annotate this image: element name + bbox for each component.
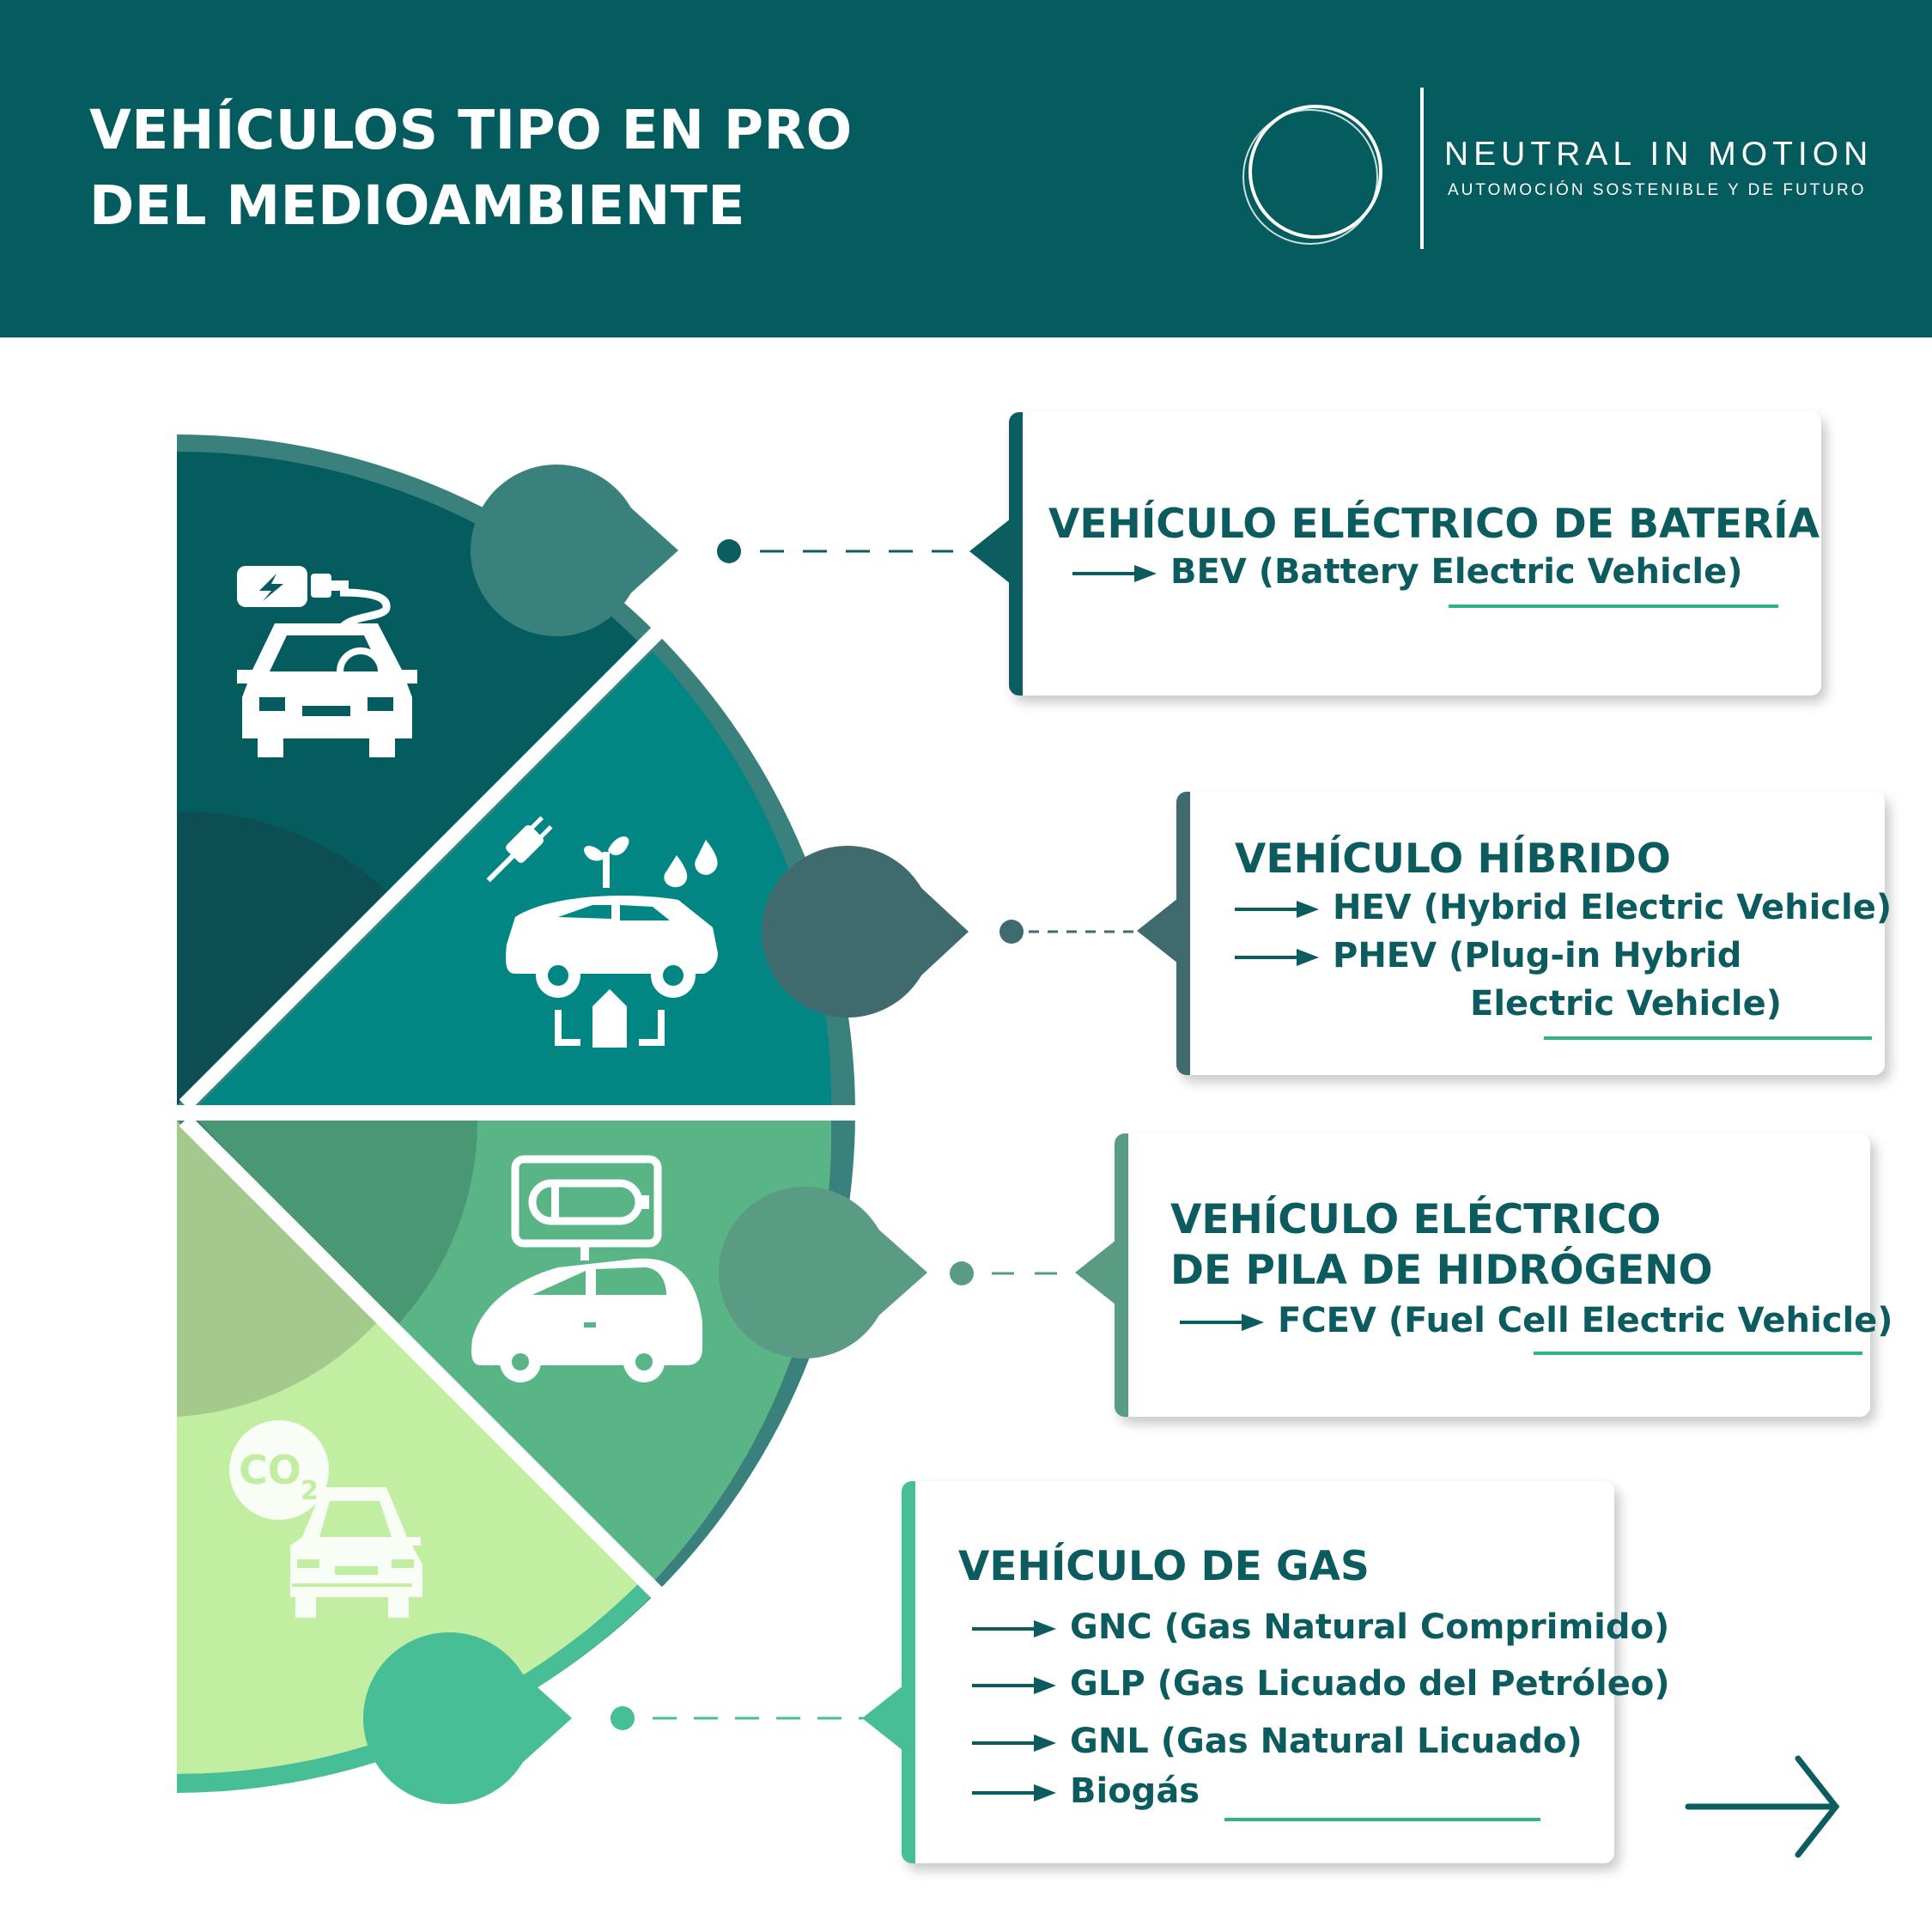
connector-fcev (950, 1261, 1058, 1285)
card-item: FCEV (Fuel Cell Electric Vehicle) (1180, 1297, 1893, 1345)
arrow-right-icon (972, 1677, 1056, 1694)
card-notch (862, 1686, 903, 1751)
card-title: VEHÍCULO ELÉCTRICO DE BATERÍA (1048, 501, 1820, 548)
co2-gas-car-icon: CO 2 (229, 1420, 422, 1618)
card-fcev: VEHÍCULO ELÉCTRICO DE PILA DE HIDRÓGENO … (1075, 1133, 1893, 1417)
arrow-right-icon (972, 1620, 1056, 1637)
arrow-right-icon (1180, 1314, 1264, 1331)
header-banner: VEHÍCULOS TIPO EN PRO DEL MEDIOAMBIENTE … (0, 0, 1932, 337)
card-title: VEHÍCULO DE GAS (958, 1543, 1370, 1590)
electric-car-charging-icon (237, 566, 417, 757)
hub-bev (177, 811, 390, 1105)
bubble-bev (471, 465, 678, 636)
arrow-right-icon (1072, 565, 1157, 582)
item-label: GNC (Gas Natural Comprimido) (1070, 1607, 1670, 1647)
bubble-gas (363, 1632, 572, 1804)
card-title-line-1: VEHÍCULO ELÉCTRICO (1170, 1196, 1662, 1243)
card-item: BEV (Battery Electric Vehicle) (1072, 548, 1743, 596)
underline-accent (1224, 1818, 1540, 1821)
arrow-right-icon (1235, 901, 1319, 918)
item-label: GLP (Gas Licuado del Petróleo) (1070, 1664, 1670, 1704)
card-notch (969, 519, 1011, 584)
underline-accent (1534, 1352, 1862, 1355)
card-item: PHEV (Plug-in Hybrid (1235, 932, 1741, 980)
card-item: Biogás (972, 1767, 1200, 1815)
title-line-1: VEHÍCULOS TIPO EN PRO (89, 99, 853, 161)
next-arrow-icon (1685, 1755, 1840, 1858)
hub-fcev (199, 1121, 477, 1333)
card-notch (1137, 898, 1178, 963)
connector-gas (611, 1706, 863, 1730)
arrow-right-icon (972, 1735, 1056, 1752)
card-gas: VEHÍCULO DE GAS GNC (Gas Natural Comprim… (862, 1481, 1670, 1863)
page-title: VEHÍCULOS TIPO EN PRO DEL MEDIOAMBIENTE (89, 93, 853, 244)
bubble-fcev (719, 1187, 927, 1358)
card-bev: VEHÍCULO ELÉCTRICO DE BATERÍA BEV (Batte… (969, 412, 1821, 696)
arrow-right-icon (1235, 949, 1319, 966)
title-line-2: DEL MEDIOAMBIENTE (89, 174, 745, 237)
item-label: HEV (Hybrid Electric Vehicle) (1333, 888, 1893, 927)
svg-text:CO: CO (239, 1447, 301, 1493)
item-label: PHEV (Plug-in Hybrid (1333, 936, 1742, 975)
connector-bev (717, 539, 953, 563)
item-label: GNL (Gas Natural Licuado) (1070, 1722, 1583, 1761)
hybrid-car-plug-leaf-icon (486, 816, 718, 1048)
card-title: VEHÍCULO HÍBRIDO (1235, 835, 1671, 883)
card-hybrid: VEHÍCULO HÍBRIDO HEV (Hybrid Electric Ve… (1137, 792, 1892, 1075)
card-title-line-2: DE PILA DE HIDRÓGENO (1170, 1247, 1713, 1294)
item-label: Biogás (1070, 1771, 1200, 1811)
logo-ring-icon (1242, 105, 1382, 245)
svg-text:2: 2 (301, 1476, 319, 1506)
underline-accent (1544, 1036, 1872, 1040)
card-item: GLP (Gas Licuado del Petróleo) (972, 1660, 1670, 1708)
item-label: FCEV (Fuel Cell Electric Vehicle) (1278, 1301, 1893, 1340)
connector-hybrid (999, 920, 1142, 944)
underline-accent (1449, 605, 1778, 608)
card-item: GNL (Gas Natural Licuado) (972, 1717, 1583, 1765)
brand-tagline: AUTOMOCIÓN SOSTENIBLE Y DE FUTURO (1448, 181, 1867, 199)
item-label: BEV (Battery Electric Vehicle) (1170, 552, 1743, 592)
hub-gas (177, 1121, 378, 1417)
bubble-hybrid (762, 846, 969, 1018)
brand-name: NEUTRAL IN MOTION (1444, 136, 1874, 173)
card-item: GNC (Gas Natural Comprimido) (972, 1603, 1669, 1651)
card-notch (1075, 1240, 1116, 1305)
arrow-right-icon (972, 1784, 1056, 1801)
card-item: HEV (Hybrid Electric Vehicle) (1235, 884, 1892, 932)
hydrogen-fuel-cell-car-icon (471, 1155, 702, 1382)
card-item-continuation: Electric Vehicle) (1470, 984, 1782, 1024)
logo-divider (1420, 88, 1424, 249)
